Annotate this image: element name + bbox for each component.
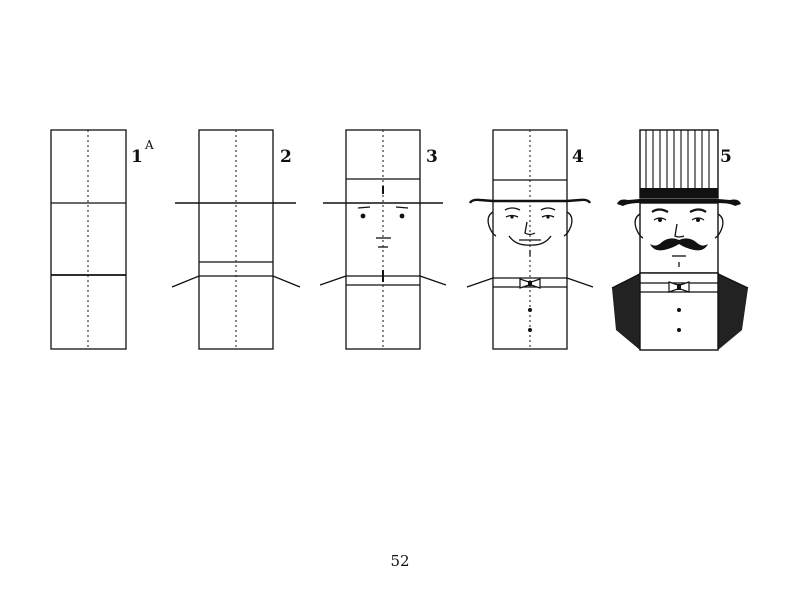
figure-1: 1 A	[50, 129, 154, 350]
figure-2: 2	[171, 129, 301, 350]
figure-1-label: 1	[131, 147, 143, 167]
figure-4: 4	[466, 129, 594, 350]
figure-2-label: 2	[280, 147, 292, 167]
page-number: 52	[390, 552, 410, 570]
figure-3: 3	[319, 129, 447, 350]
figure-5-label: 5	[720, 147, 732, 167]
figure-1-sublabel: A	[144, 138, 154, 152]
figure-4-label: 4	[572, 147, 584, 167]
figure-5: 5	[611, 129, 749, 351]
figure-3-label: 3	[426, 147, 438, 167]
